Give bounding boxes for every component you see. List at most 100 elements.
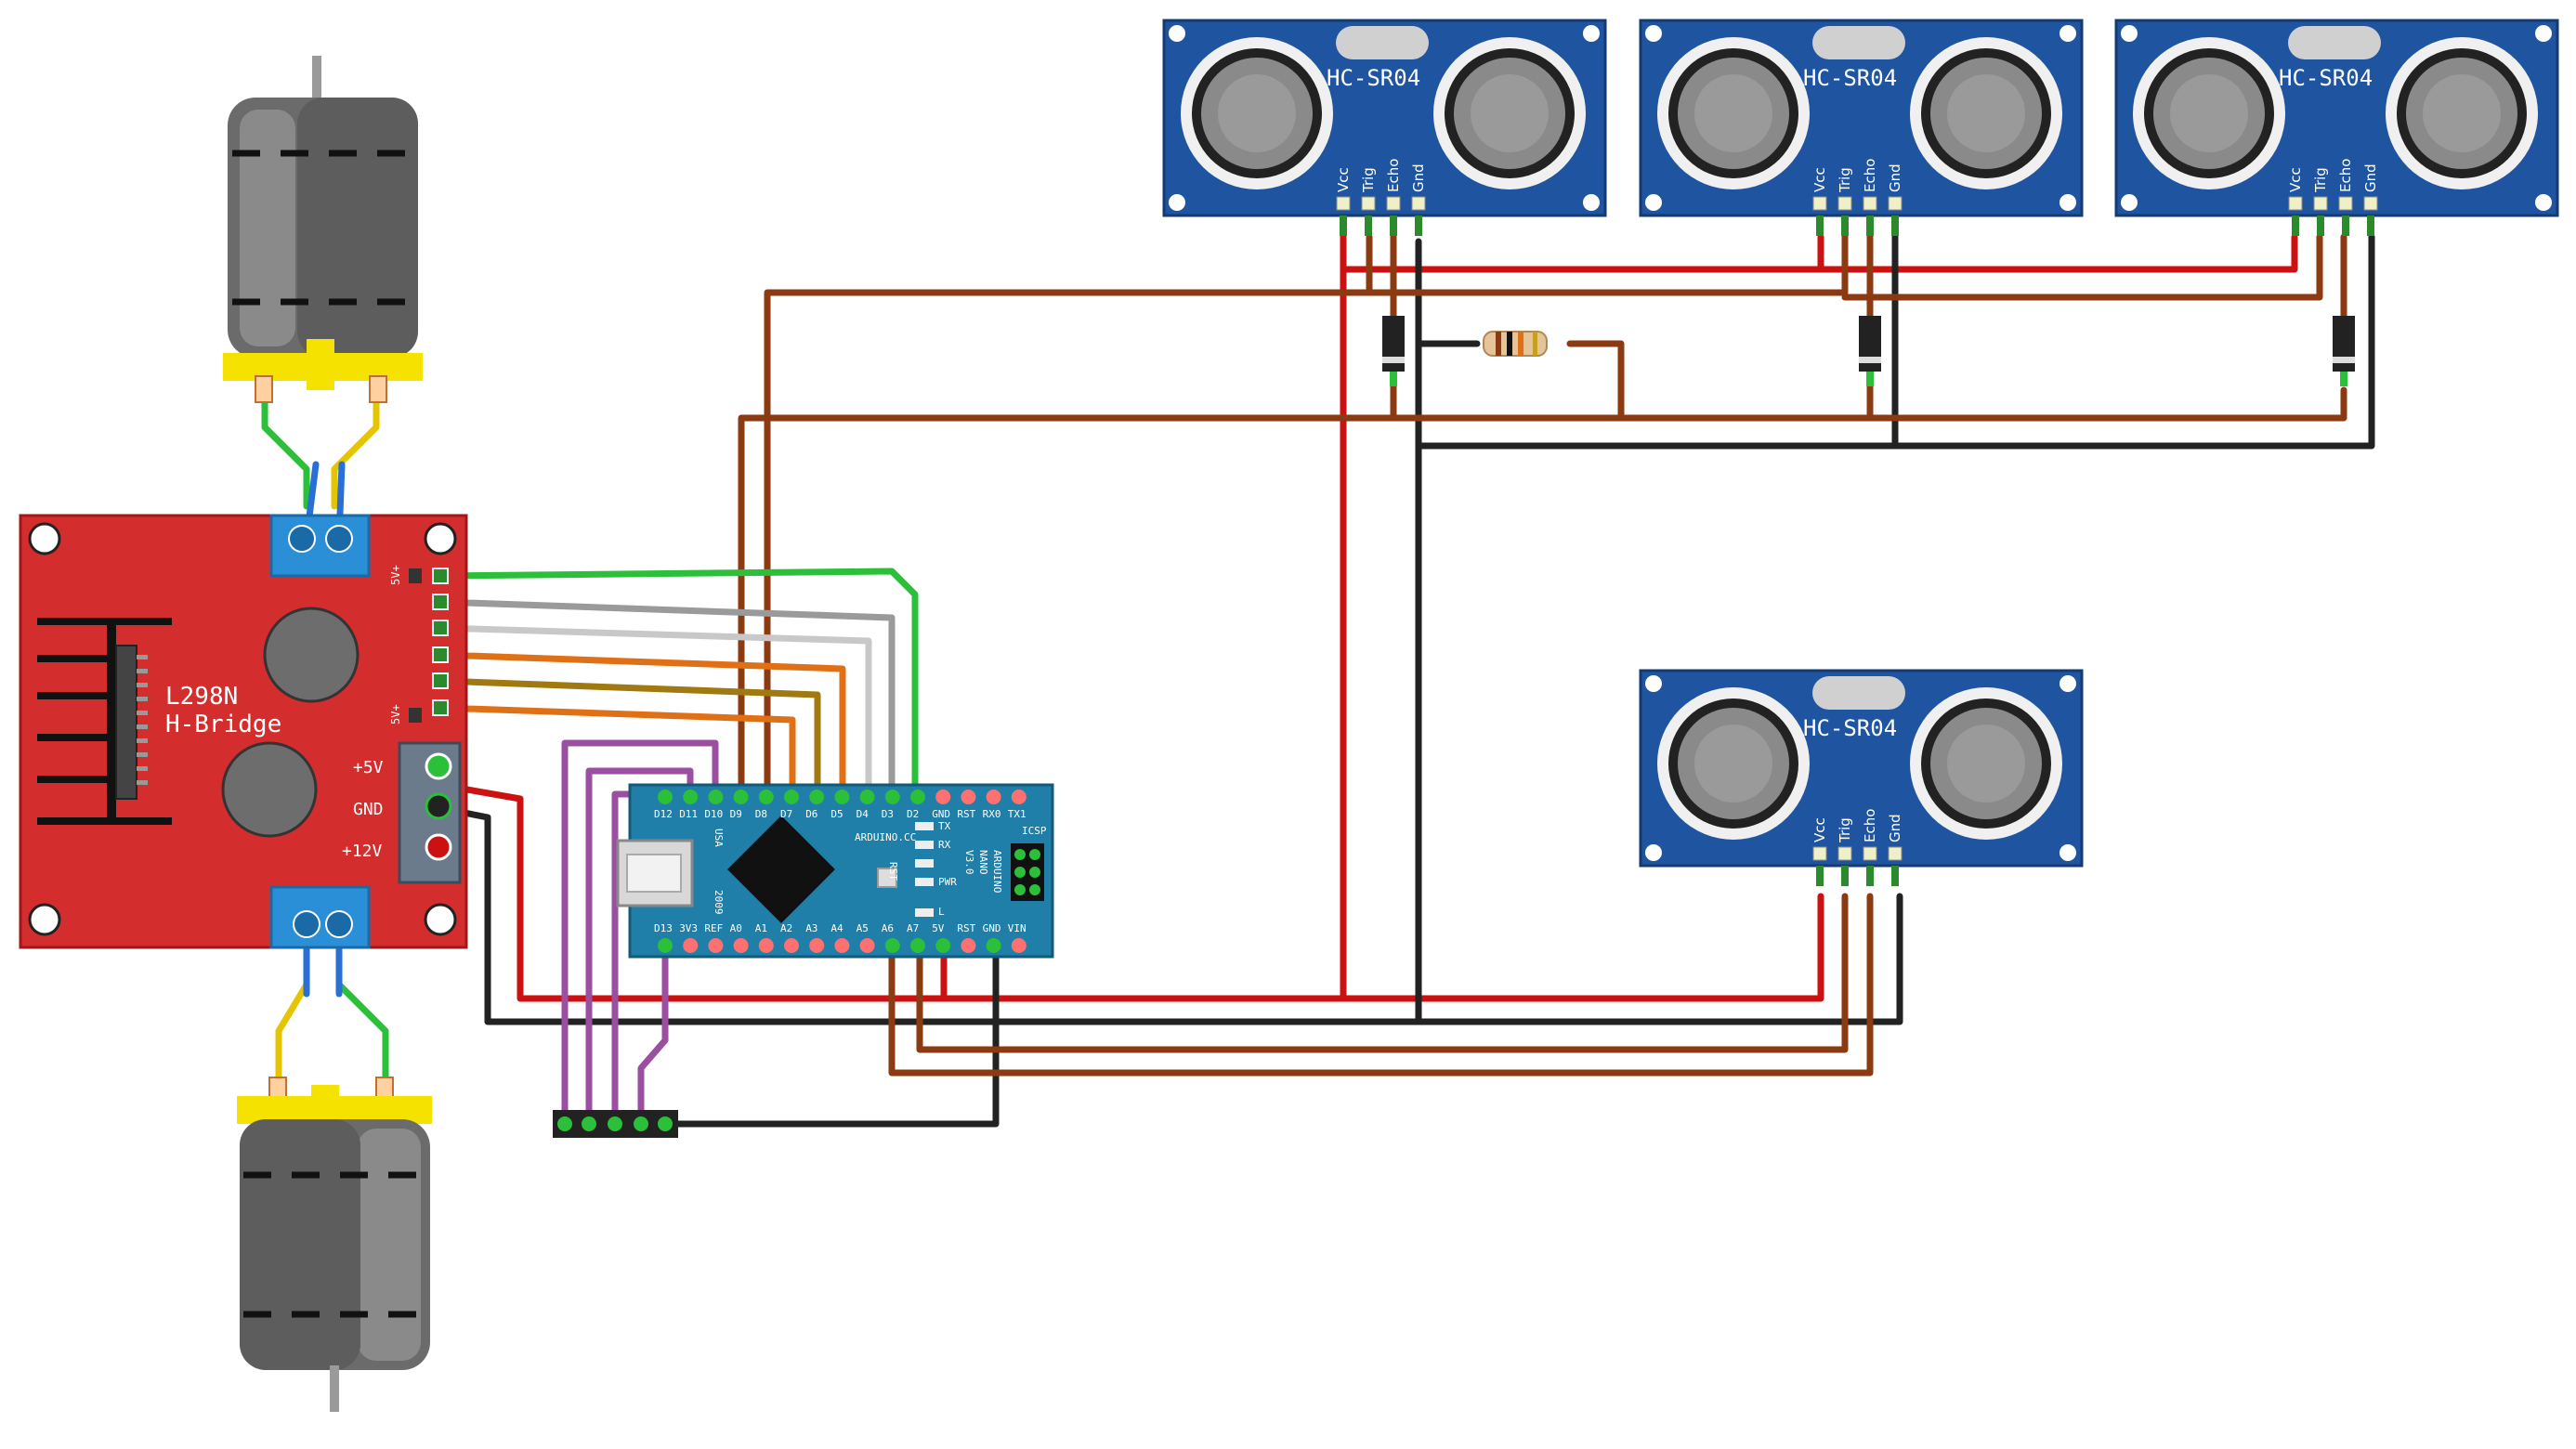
arduino-bottom-pin-label: VIN — [1008, 922, 1026, 934]
wire-purple-2 — [585, 767, 694, 1128]
arduino-top-pin-label: D2 — [907, 808, 919, 820]
arduino-top-pin-label: D5 — [830, 808, 843, 820]
arduino-bottom-pin — [758, 938, 774, 953]
wire-trig-s3 — [1841, 233, 2323, 301]
hbridge-title: L298N — [165, 683, 238, 711]
arduino-top-pin-label: D4 — [856, 808, 870, 820]
arduino-bottom-pin-label: A1 — [755, 922, 767, 934]
hbridge-12v-label: +12V — [342, 842, 383, 861]
arduino-top-pin — [935, 790, 951, 804]
arduino-bottom-pin — [935, 938, 951, 953]
arduino-top-pin — [859, 790, 875, 804]
arduino-bottom-pin — [859, 938, 875, 953]
arduino-top-pin-label: D10 — [704, 808, 723, 820]
sensor-pin — [2313, 196, 2328, 211]
sensor-pin-label: Gnd — [2362, 163, 2379, 192]
sensor-pin-lead — [1415, 215, 1422, 236]
wire-5v-trunk — [437, 781, 1824, 1002]
arduino-top-pin-label: D12 — [654, 808, 673, 820]
sensor-pin-lead — [1390, 215, 1397, 236]
mount-hole — [1169, 194, 1185, 211]
mount-hole — [1645, 194, 1662, 211]
diode-3 — [2333, 316, 2355, 386]
sensor-pin — [2363, 196, 2378, 211]
mount-hole — [2535, 194, 2552, 211]
mount-hole — [2059, 25, 2076, 42]
wire-purple-4 — [637, 944, 669, 1128]
arduino-year: 2009 — [713, 890, 725, 915]
wire-s4-trig — [916, 893, 1849, 1053]
arduino-bottom-pin-label: GND — [983, 922, 1001, 934]
sensor-pin-lead — [1841, 215, 1849, 236]
arduino-bottom-pin — [834, 938, 850, 953]
arduino-bottom-pin — [1011, 938, 1026, 953]
hbridge-subtitle: H-Bridge — [165, 711, 281, 738]
arduino-top-pin — [834, 790, 850, 804]
arduino-bottom-pin-label: A3 — [805, 922, 817, 934]
arduino-bottom-pin-label: A5 — [856, 922, 869, 934]
sensor-pin-label: Echo — [2337, 159, 2354, 192]
mount-hole — [2059, 675, 2076, 692]
sensor-pin-label: Trig — [2312, 167, 2329, 193]
hbridge-gnd-label: GND — [353, 800, 384, 819]
wire-trig-s2 — [1366, 233, 1849, 296]
wire-gray-in1 — [437, 598, 896, 798]
arduino-top-pin — [708, 790, 724, 804]
arduino-bottom-pin-label: REF — [704, 922, 723, 934]
hbridge-5v-label-a: 5V+ — [389, 565, 402, 585]
arduino-top-pin — [758, 790, 774, 804]
sensor-pin-label: Gnd — [1887, 163, 1903, 192]
sensor-title: HC-SR04 — [1327, 65, 1420, 91]
arduino-brand: ARDUINO.CC — [855, 831, 916, 843]
sensor-pin — [1863, 196, 1877, 211]
arduino-led-rx: RX — [938, 839, 951, 851]
arduino-bottom-pin-label: RST — [957, 922, 975, 934]
arduino-bottom-pin — [784, 938, 799, 953]
arduino-bottom-pin — [733, 938, 749, 953]
arduino-bottom-pin — [683, 938, 699, 953]
crystal — [1812, 26, 1905, 59]
sensor-pin — [2338, 196, 2353, 211]
wire-purple-1 — [561, 739, 719, 1128]
sensor-pin-lead — [1365, 215, 1372, 236]
diode-1 — [1382, 316, 1405, 386]
sensor-pin-label: Trig — [1837, 817, 1853, 843]
sensor-pin-lead — [2342, 215, 2349, 236]
arduino-bottom-pin-label: 3V3 — [679, 922, 698, 934]
sensor-pin — [1837, 196, 1852, 211]
sensor-title: HC-SR04 — [1803, 65, 1897, 91]
arduino-bottom-pin-label: A2 — [780, 922, 792, 934]
sensor-pin-label: Trig — [1837, 167, 1853, 193]
wire-gnd-sensors-bottom — [1415, 233, 2375, 450]
sensor-pin-lead — [1866, 215, 1874, 236]
sensor-pin — [1863, 846, 1877, 861]
arduino-bottom-pin — [986, 938, 1001, 953]
crystal — [2288, 26, 2381, 59]
arduino-top-pin-label: TX1 — [1008, 808, 1026, 820]
arduino-top-pin — [986, 790, 1001, 804]
sensor-pin-label: Vcc — [1811, 167, 1828, 192]
arduino-bottom-pin — [658, 938, 673, 953]
l298n-hbridge: 5V+ 5V+ L298N H-Bridge +5V GND +12V — [19, 514, 468, 949]
arduino-bottom-pin-label: A4 — [830, 922, 843, 934]
arduino-top-pin — [809, 790, 825, 804]
motor-top — [223, 56, 423, 403]
arduino-bottom-pin — [910, 938, 925, 953]
arduino-top-pin — [910, 790, 925, 804]
sensor-pin-lead — [1891, 215, 1899, 236]
arduino-bottom-pin — [961, 938, 976, 953]
wire-motor1-yellow — [331, 386, 380, 510]
wire-echo-line — [738, 386, 2347, 798]
mount-hole — [2059, 194, 2076, 211]
arduino-name-2: NANO — [977, 850, 989, 875]
sensor-pin-label: Trig — [1360, 167, 1377, 193]
arduino-led-pwr: PWR — [938, 876, 957, 888]
wire-orange-in3 — [437, 651, 846, 798]
sensor-pin — [1812, 196, 1827, 211]
wire-motor1-green — [261, 386, 310, 510]
